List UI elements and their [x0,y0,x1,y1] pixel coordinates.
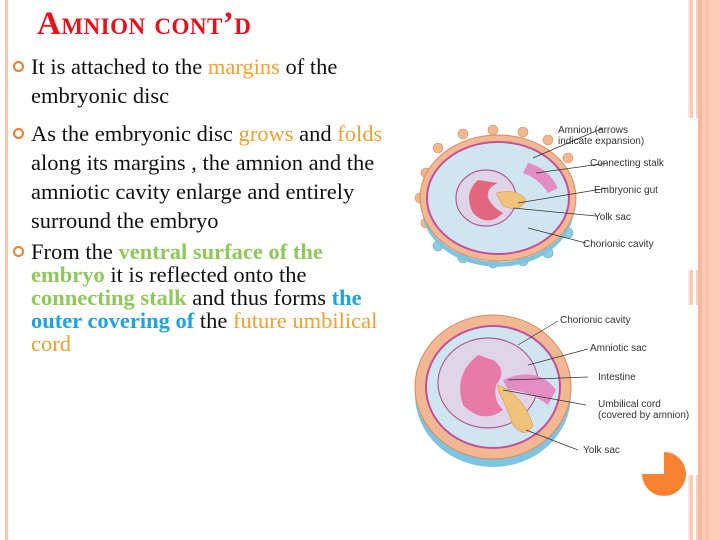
decorative-pie-icon [642,452,686,496]
highlight-grows: grows [238,121,294,146]
slide-title: Amnion cont’d [37,6,252,42]
bullet-item: It is attached to the margins of the emb… [12,52,402,110]
umbilical-cord-diagram: Chorionic cavity Amniotic sac Intestine … [408,305,698,475]
bullet-ring-icon [13,246,24,257]
label-amnion: Amnion (arrows [558,125,629,136]
highlight-margins: margins [207,54,280,79]
highlight-connecting-stalk: connecting stalk [31,285,187,310]
label-embryonic-gut: Embryonic gut [594,185,658,196]
label-yolk-sac: Yolk sac [583,445,620,456]
label-amnion-note: indicate expansion) [558,136,645,147]
label-umbilical-cord-note: (covered by amnion) [598,410,690,421]
embryo-diagram-illustration [414,314,589,467]
highlight-ventral-surface: ventral surface of the embryo [31,239,323,287]
amnion-expansion-diagram: Amnion (arrows indicate expansion) Conne… [408,118,698,270]
left-border-rule [5,0,8,540]
embryo-diagram-illustration [414,124,609,269]
label-connecting-stalk: Connecting stalk [590,158,664,169]
label-yolk-sac: Yolk sac [594,212,631,223]
highlight-folds: folds [337,121,383,146]
label-chorionic-cavity: Chorionic cavity [583,239,654,250]
label-intestine: Intestine [598,372,636,383]
bullet-ring-icon [13,128,24,139]
label-umbilical-cord: Umbilical cord [598,399,661,410]
bullet-item: As the embryonic disc grows and folds al… [12,119,402,235]
bullet-item: From the ventral surface of the embryo i… [12,240,402,355]
highlight-umbilical-cord: future umbilical cord [31,308,378,356]
bullet-ring-icon [13,61,24,72]
highlight-outer-covering: the outer covering of [31,285,362,333]
bullet-list: It is attached to the margins of the emb… [12,52,402,355]
label-amniotic-sac: Amniotic sac [590,343,647,354]
label-chorionic-cavity: Chorionic cavity [560,315,631,326]
